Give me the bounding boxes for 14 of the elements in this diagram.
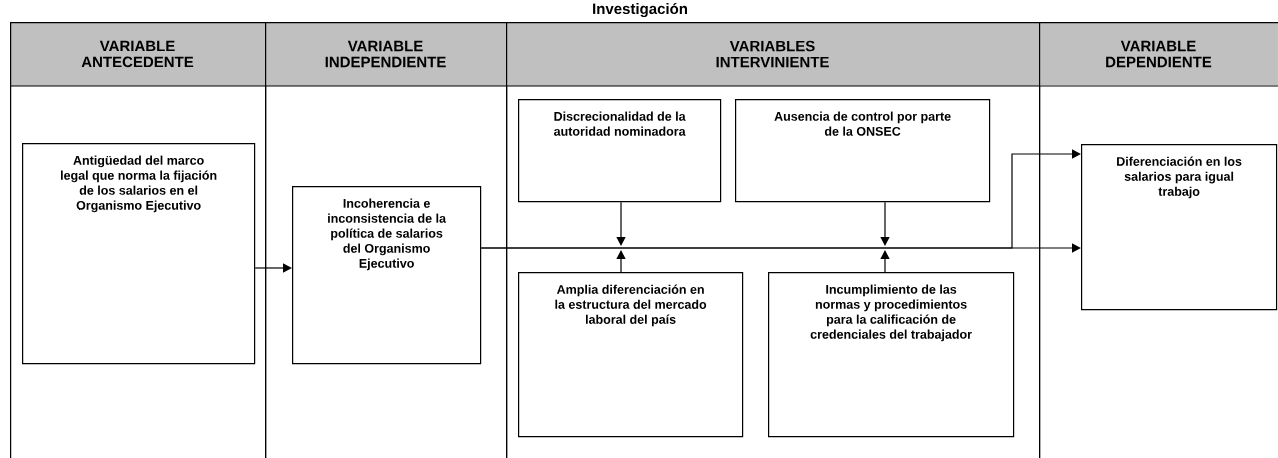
text-box: Ausencia de control por parte de la ONSEC <box>735 99 991 203</box>
text-box: Incoherencia e inconsistencia de la política de salarios del Organismo Ejecutivo <box>292 186 482 365</box>
arrow <box>880 201 890 246</box>
text-box: Diferenciación en los salarios para igual trabajo <box>1081 144 1278 311</box>
arrow <box>480 149 1081 249</box>
text-box: Amplia diferenciación en la estructura del mercado laboral del país <box>518 272 744 438</box>
text-box: Antigüedad del marco legal que norma la fijación de los salarios en el Organismo Ejecutivo <box>22 143 256 365</box>
text-box: Discrecionalidad de la autoridad nominadora <box>518 99 722 203</box>
arrow <box>880 250 890 273</box>
arrow <box>616 201 626 246</box>
arrow <box>254 263 292 273</box>
text-box: Incumplimiento de las normas y procedimientos para la calificación de credenciales del trabajador <box>768 272 1015 438</box>
arrow <box>616 250 626 273</box>
title: Investigación <box>593 2 687 18</box>
